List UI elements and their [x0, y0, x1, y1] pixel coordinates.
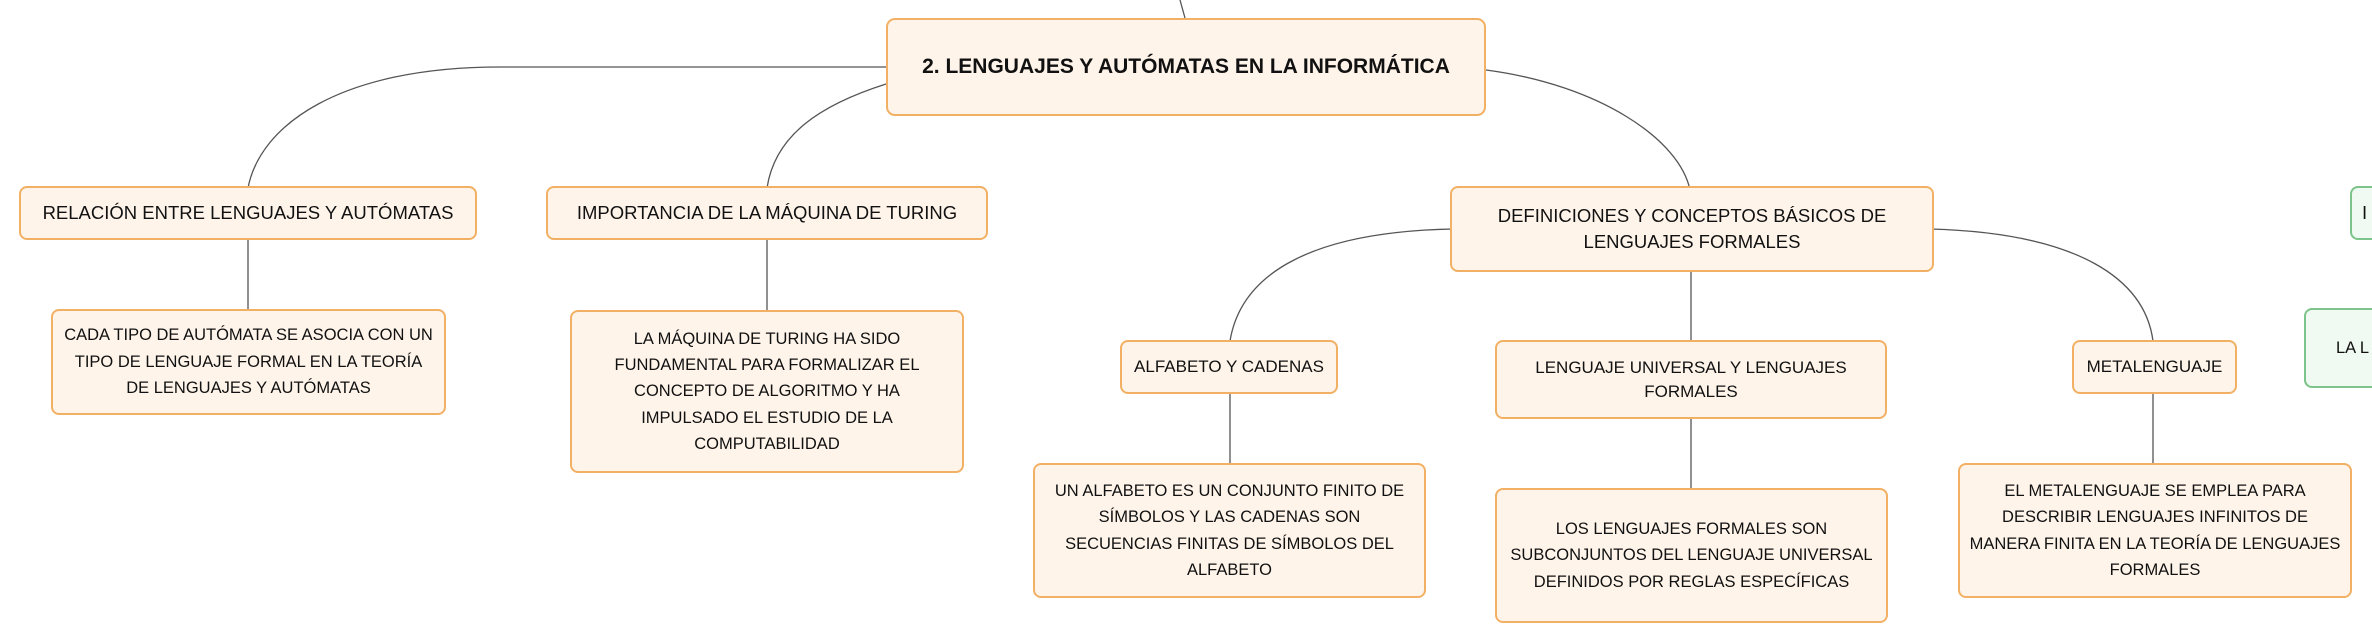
branch-turing-detail-node[interactable]: LA MÁQUINA DE TURING HA SIDO FUNDAMENTAL…	[570, 310, 964, 473]
branch-turing-node[interactable]: IMPORTANCIA DE LA MÁQUINA DE TURING	[546, 186, 988, 240]
branch-relacion-detail-node[interactable]: CADA TIPO DE AUTÓMATA SE ASOCIA CON UN T…	[51, 309, 446, 415]
sub-alfabeto-node[interactable]: ALFABETO Y CADENAS	[1120, 340, 1338, 394]
connector-root-incoming	[1179, 0, 1186, 19]
sub-universal-label: LENGUAJE UNIVERSAL Y LENGUAJES FORMALES	[1535, 357, 1847, 401]
sub-metalenguaje-label: METALENGUAJE	[2086, 357, 2223, 377]
connector-root-relacion	[247, 66, 886, 189]
branch-cutoff-detail-node[interactable]: LA L	[2304, 308, 2372, 388]
branch-cutoff-label: I	[2362, 202, 2368, 224]
connector-root-turing	[766, 83, 887, 189]
sub-universal-detail-text: LOS LENGUAJES FORMALES SON SUBCONJUNTOS …	[1510, 519, 1873, 591]
sub-metalenguaje-detail-text: EL METALENGUAJE SE EMPLEA PARA DESCRIBIR…	[1969, 481, 2341, 579]
connector-definiciones-metalenguaje	[1929, 228, 2154, 342]
root-node[interactable]: 2. LENGUAJES Y AUTÓMATAS EN LA INFORMÁTI…	[886, 18, 1486, 116]
sub-alfabeto-detail-node[interactable]: UN ALFABETO ES UN CONJUNTO FINITO DE SÍM…	[1033, 463, 1426, 598]
branch-cutoff-node[interactable]: I	[2350, 186, 2372, 240]
connector-root-definiciones	[1485, 69, 1691, 191]
sub-alfabeto-label: ALFABETO Y CADENAS	[1134, 357, 1324, 377]
root-node-label: 2. LENGUAJES Y AUTÓMATAS EN LA INFORMÁTI…	[922, 55, 1450, 79]
sub-alfabeto-detail-text: UN ALFABETO ES UN CONJUNTO FINITO DE SÍM…	[1054, 481, 1405, 579]
sub-metalenguaje-node[interactable]: METALENGUAJE	[2072, 340, 2237, 394]
connector-definiciones-alfabeto	[1229, 228, 1454, 342]
branch-turing-detail-text: LA MÁQUINA DE TURING HA SIDO FUNDAMENTAL…	[614, 329, 920, 454]
sub-metalenguaje-detail-node[interactable]: EL METALENGUAJE SE EMPLEA PARA DESCRIBIR…	[1958, 463, 2352, 598]
branch-definiciones-node[interactable]: DEFINICIONES Y CONCEPTOS BÁSICOS DE LENG…	[1450, 186, 1934, 272]
sub-universal-detail-node[interactable]: LOS LENGUAJES FORMALES SON SUBCONJUNTOS …	[1495, 488, 1888, 623]
branch-cutoff-detail-text: LA L	[2336, 338, 2370, 357]
branch-turing-label: IMPORTANCIA DE LA MÁQUINA DE TURING	[576, 202, 958, 224]
sub-universal-node[interactable]: LENGUAJE UNIVERSAL Y LENGUAJES FORMALES	[1495, 340, 1887, 419]
branch-relacion-detail-text: CADA TIPO DE AUTÓMATA SE ASOCIA CON UN T…	[64, 326, 433, 398]
branch-definiciones-label: DEFINICIONES Y CONCEPTOS BÁSICOS DE LENG…	[1497, 205, 1887, 252]
branch-relacion-label: RELACIÓN ENTRE LENGUAJES Y AUTÓMATAS	[42, 202, 454, 224]
branch-relacion-node[interactable]: RELACIÓN ENTRE LENGUAJES Y AUTÓMATAS	[19, 186, 477, 240]
